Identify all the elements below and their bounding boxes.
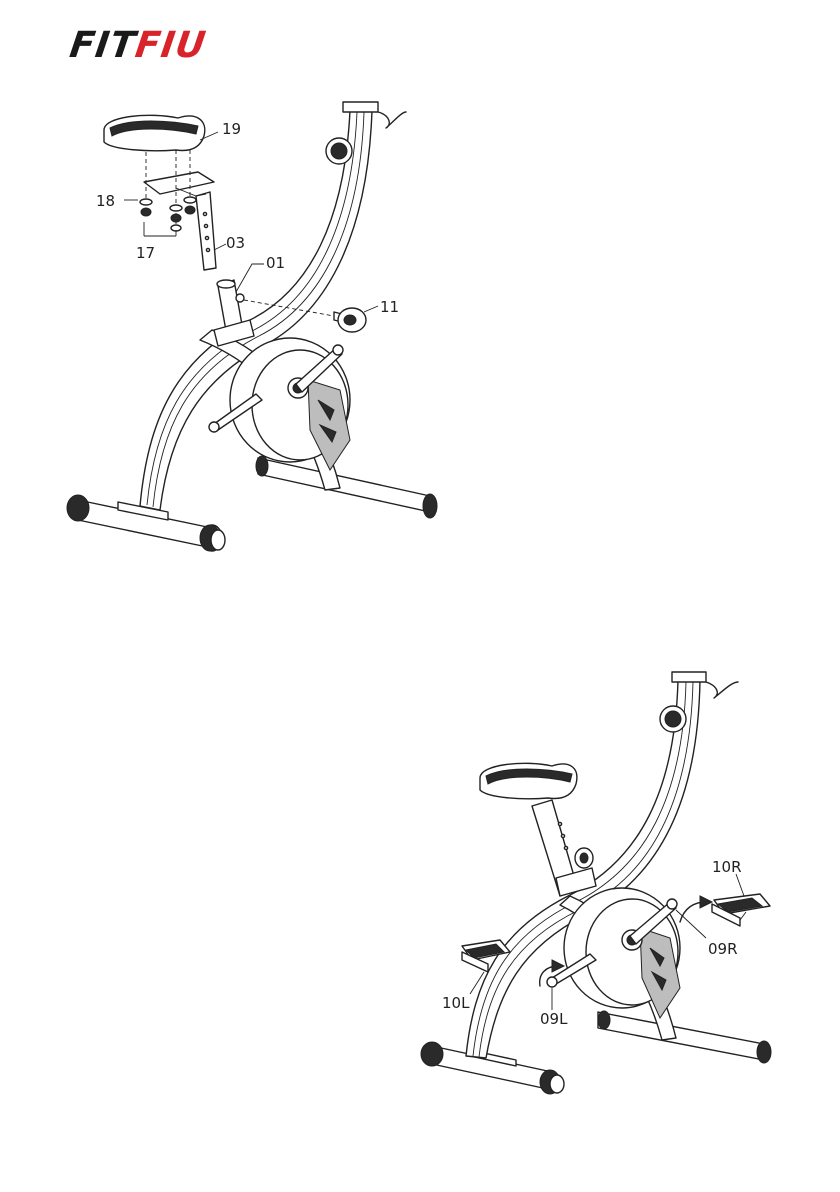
front-stabilizer-2	[598, 1011, 771, 1063]
label-part-01: 01	[266, 254, 285, 272]
label-part-03: 03	[226, 234, 245, 252]
label-part-09L: 09L	[540, 1010, 568, 1028]
saddle-2	[480, 763, 577, 798]
saddle	[104, 115, 205, 150]
label-part-09R: 09R	[708, 940, 738, 958]
diagram-pedal-assembly: 10R 09R 10L 09L	[421, 672, 771, 1094]
diagram-seat-assembly: 19 18 17 03 01 11	[67, 102, 437, 551]
label-part-10R: 10R	[712, 858, 742, 876]
label-part-17: 17	[136, 244, 155, 262]
seat-post-tube	[196, 192, 216, 270]
label-part-10L: 10L	[442, 994, 470, 1012]
front-stabilizer	[256, 456, 437, 518]
rear-stabilizer-2	[421, 1042, 564, 1094]
seat-post-sleeve	[214, 280, 254, 346]
label-part-18: 18	[96, 192, 115, 210]
seat-bracket	[144, 172, 214, 196]
label-part-11: 11	[380, 298, 399, 316]
pedal-right	[712, 894, 770, 926]
seat-post-2	[532, 800, 596, 896]
label-part-19: 19	[222, 120, 241, 138]
